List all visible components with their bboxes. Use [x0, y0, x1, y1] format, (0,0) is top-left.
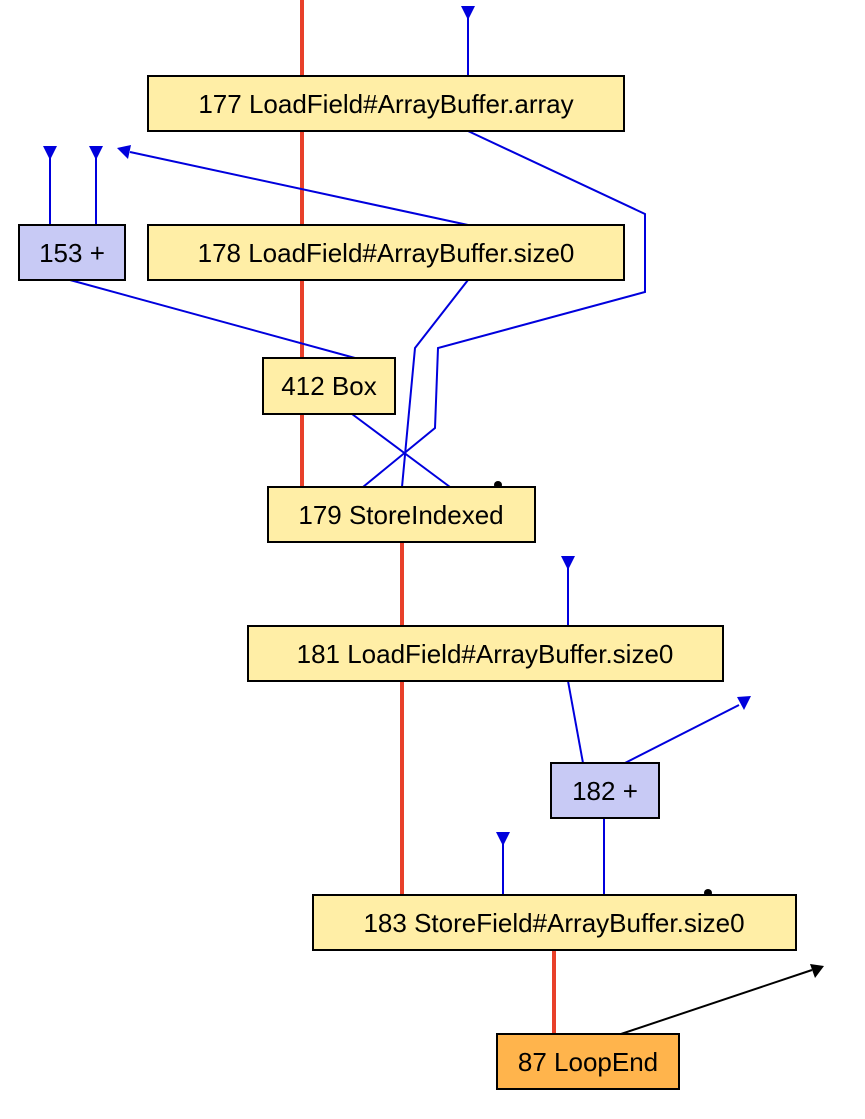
data-edge-153-412	[69, 279, 356, 359]
node-box-182	[550, 762, 660, 819]
arrowhead-177-input	[461, 6, 475, 20]
node-179[interactable]: 179 StoreIndexed	[267, 486, 536, 543]
node-box-178	[147, 224, 625, 281]
arrowhead-loop-edge	[810, 964, 824, 978]
node-label-183: 183 StoreField#ArrayBuffer.size0	[363, 908, 744, 938]
node-label-177: 177 LoadField#ArrayBuffer.array	[198, 89, 573, 119]
node-label-178: 178 LoadField#ArrayBuffer.size0	[198, 238, 575, 268]
node-label-182: 182 +	[572, 776, 638, 806]
data-edge-412-179	[351, 413, 451, 488]
data-edge-178-179-index	[401, 279, 469, 488]
node-412[interactable]: 412 Box	[262, 357, 396, 415]
node-box-179	[267, 486, 536, 543]
node-183[interactable]: 183 StoreField#ArrayBuffer.size0	[312, 894, 797, 951]
node-label-181: 181 LoadField#ArrayBuffer.size0	[297, 639, 674, 669]
loop-edge-87	[620, 969, 813, 1035]
node-box-412	[262, 357, 396, 415]
arrowhead-181-input	[561, 556, 575, 570]
node-label-179: 179 StoreIndexed	[298, 500, 503, 530]
arrowhead-182-output	[737, 696, 751, 710]
node-87[interactable]: 87 LoopEnd	[496, 1033, 680, 1090]
node-label-153: 153 +	[39, 238, 105, 268]
node-box-153	[18, 224, 126, 281]
node-182[interactable]: 182 +	[550, 762, 660, 819]
data-edge-182-output	[624, 704, 740, 764]
data-edge-177-179-value	[362, 130, 646, 488]
control-edges	[300, 0, 556, 1034]
arrowhead-153-input-b	[89, 146, 103, 160]
data-edge-178-output	[129, 151, 469, 226]
node-box-183	[312, 894, 797, 951]
node-177[interactable]: 177 LoadField#ArrayBuffer.array	[147, 75, 625, 132]
arrowhead-183-input	[496, 832, 510, 846]
node-181[interactable]: 181 LoadField#ArrayBuffer.size0	[247, 625, 724, 682]
data-edge-181-182	[567, 680, 584, 764]
arrowhead-178-output	[117, 145, 131, 159]
arrowhead-153-input-a	[43, 146, 57, 160]
data-edges	[49, 14, 740, 895]
node-label-87: 87 LoopEnd	[518, 1047, 658, 1077]
loop-edges	[620, 964, 824, 1035]
node-box-181	[247, 625, 724, 682]
node-label-412: 412 Box	[281, 371, 376, 401]
data-arrowheads	[43, 6, 751, 846]
nodes: 177 LoadField#ArrayBuffer.array 153 + 17…	[18, 75, 797, 1090]
node-box-87	[496, 1033, 680, 1090]
node-box-177	[147, 75, 625, 132]
node-178[interactable]: 178 LoadField#ArrayBuffer.size0	[147, 224, 625, 281]
node-153[interactable]: 153 +	[18, 224, 126, 281]
